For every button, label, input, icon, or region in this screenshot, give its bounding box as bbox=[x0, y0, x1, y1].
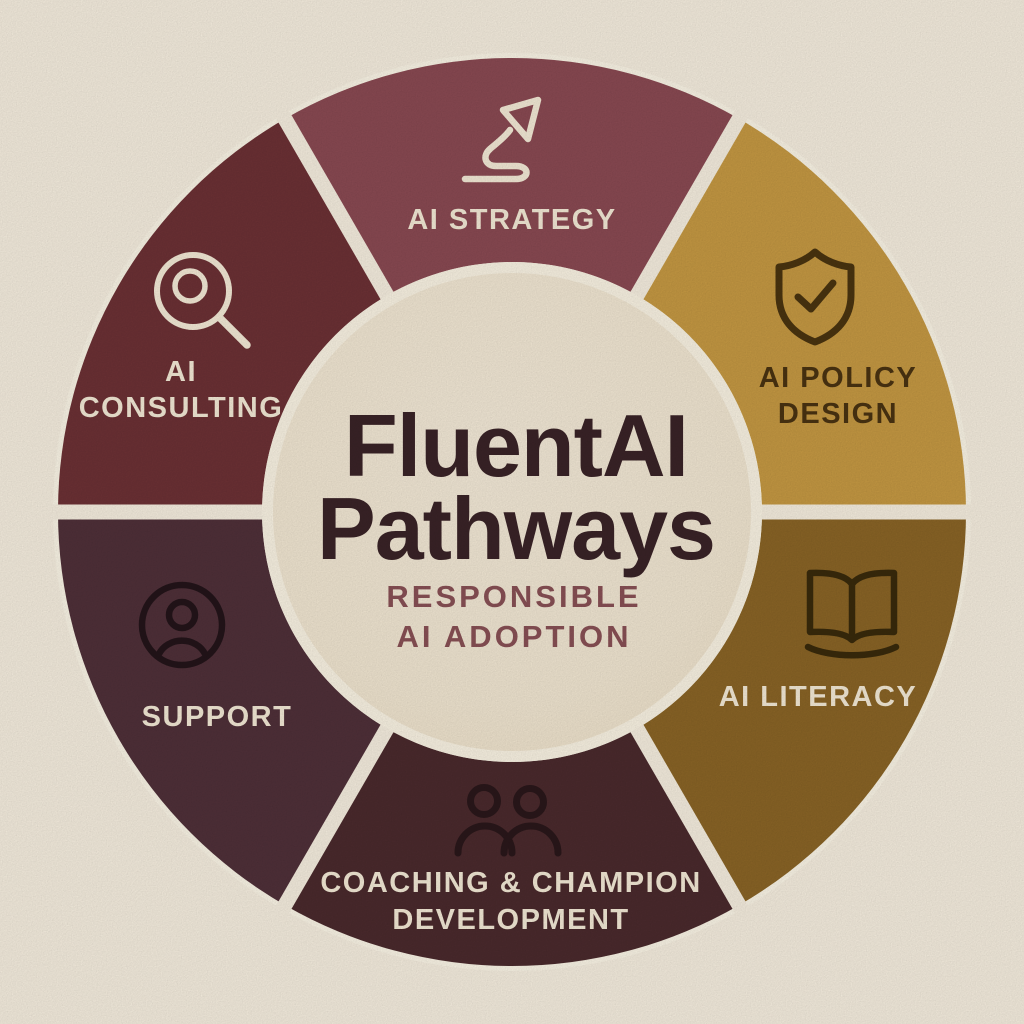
fluentai-pathways-infographic: AI STRATEGY AI POLICY DESIGN AI LITERACY… bbox=[0, 0, 1024, 1024]
wheel-diagram-canvas: AI STRATEGY AI POLICY DESIGN AI LITERACY… bbox=[0, 0, 1024, 1024]
grain-overlay bbox=[0, 0, 1024, 1024]
